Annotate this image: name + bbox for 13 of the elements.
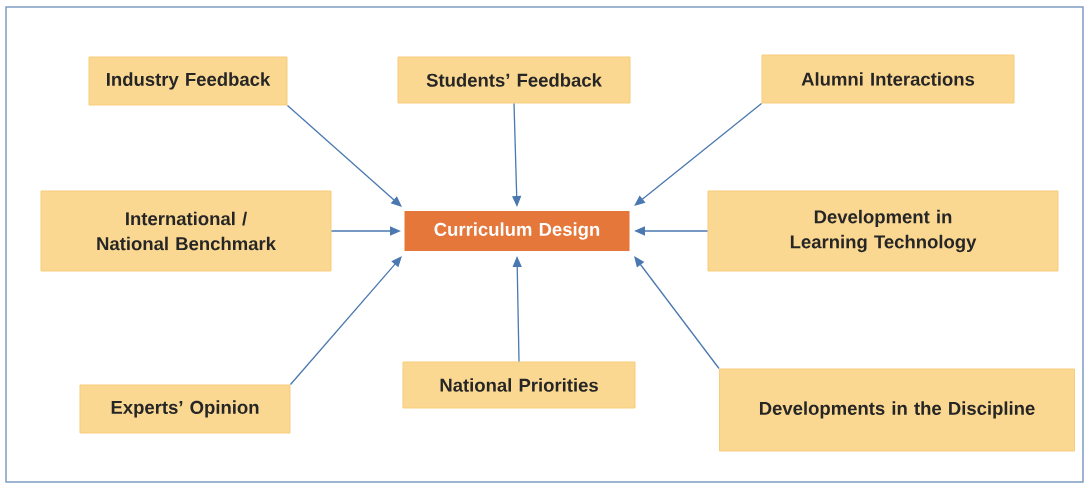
factor-box: International / National Benchmark xyxy=(40,190,332,272)
factor-box: Developments in the Discipline xyxy=(719,368,1075,452)
central-box: Curriculum Design xyxy=(404,211,630,251)
arrow xyxy=(286,104,402,207)
factor-box: Experts’ Opinion xyxy=(79,384,291,434)
arrow xyxy=(289,256,402,386)
factor-box: Students’ Feedback xyxy=(397,56,631,104)
factor-box: Industry Feedback xyxy=(88,56,288,106)
arrow xyxy=(634,256,720,370)
factor-box: National Priorities xyxy=(402,361,636,409)
factor-box: Development in Learning Technology xyxy=(707,190,1059,272)
factor-box: Alumni Interactions xyxy=(761,54,1015,104)
arrow xyxy=(634,102,763,206)
